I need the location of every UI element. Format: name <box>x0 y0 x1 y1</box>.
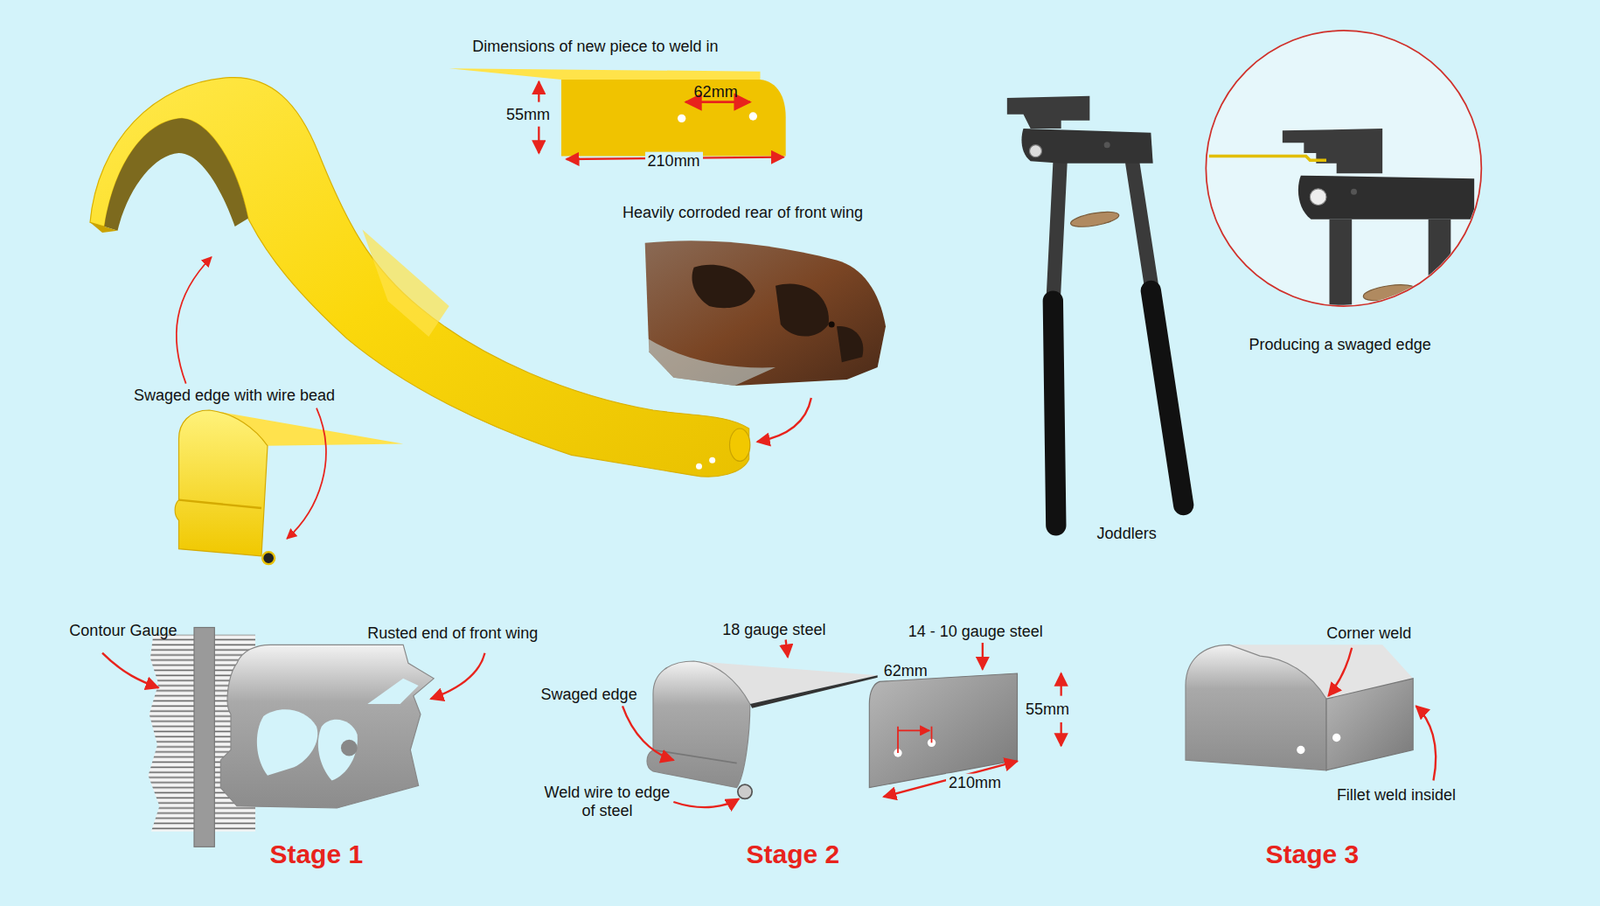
callout-label: Weld wire to edge of steel <box>541 784 673 821</box>
stage-title: Stage 1 <box>269 839 363 870</box>
callout-label: Dimensions of new piece to weld in <box>472 36 718 56</box>
dimension-label: 62mm <box>883 660 928 680</box>
callout-label: Swaged edge <box>541 684 638 703</box>
callout-label: Contour Gauge <box>69 621 177 640</box>
dimension-label: 55mm <box>1025 700 1070 719</box>
dimension-label: 62mm <box>694 83 738 102</box>
stage-title: Stage 2 <box>745 839 840 870</box>
callout-label: 14 - 10 gauge steel <box>908 622 1044 641</box>
callout-label: Heavily corroded rear of front wing <box>622 202 863 222</box>
dimension-label: 210mm <box>645 152 703 171</box>
dimension-label: 55mm <box>506 104 550 124</box>
callout-label: Corner weld <box>1326 623 1412 642</box>
dimension-label: 210mm <box>946 773 1004 793</box>
callout-label: Producing a swaged edge <box>1249 335 1432 355</box>
callout-label: Joddlers <box>1097 524 1157 543</box>
callout-label: 18 gauge steel <box>722 620 826 640</box>
stage-title: Stage 3 <box>1266 839 1360 870</box>
callout-label: Fillet weld insidel <box>1336 786 1456 805</box>
callout-label: Swaged edge with wire bead <box>133 385 335 404</box>
callout-label: Rusted end of front wing <box>367 623 538 642</box>
